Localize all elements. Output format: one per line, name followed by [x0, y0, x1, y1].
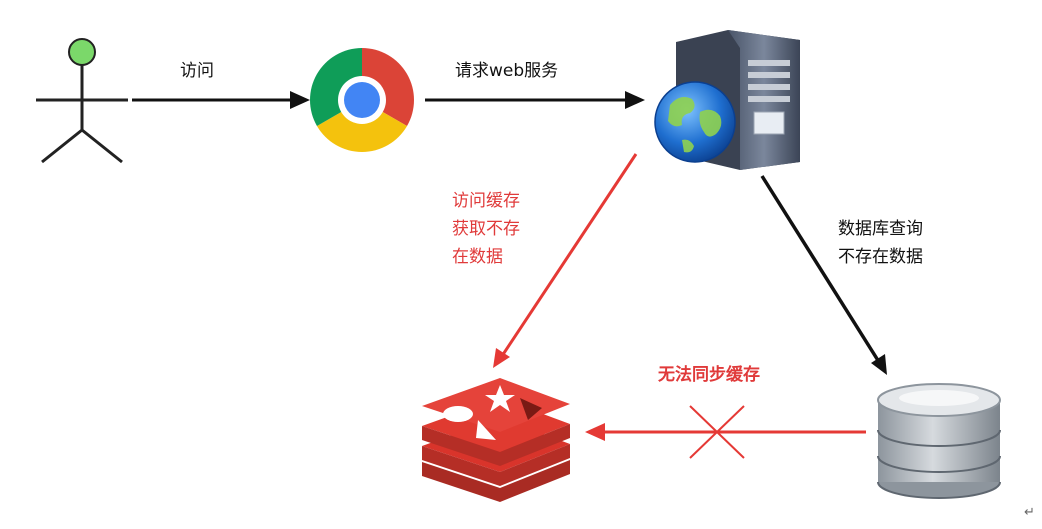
edge-label-request-web: 请求web服务 — [455, 61, 559, 81]
return-mark: ↵ — [1024, 505, 1035, 520]
database-icon — [877, 383, 1001, 499]
arrow-db-query — [760, 175, 887, 375]
arrow-visit — [132, 91, 310, 109]
cache-access-line-1: 访问缓存 — [452, 191, 520, 211]
cross-mark-icon — [689, 405, 745, 459]
redis-cache-icon — [422, 378, 570, 502]
cache-access-line-3: 在数据 — [452, 247, 503, 267]
arrow-cache-access — [493, 153, 638, 368]
db-query-line-2: 不存在数据 — [838, 247, 923, 267]
db-query-line-1: 数据库查询 — [838, 219, 923, 239]
edge-label-sync-fail: 无法同步缓存 — [658, 365, 760, 385]
cache-access-line-2: 获取不存 — [452, 219, 520, 239]
stick-figure-icon — [36, 38, 128, 164]
arrow-request-web — [425, 91, 645, 109]
arrow-sync-fail — [585, 423, 866, 441]
edge-label-visit: 访问 — [180, 61, 214, 81]
chrome-browser-icon — [310, 48, 414, 152]
web-server-icon — [654, 30, 800, 170]
